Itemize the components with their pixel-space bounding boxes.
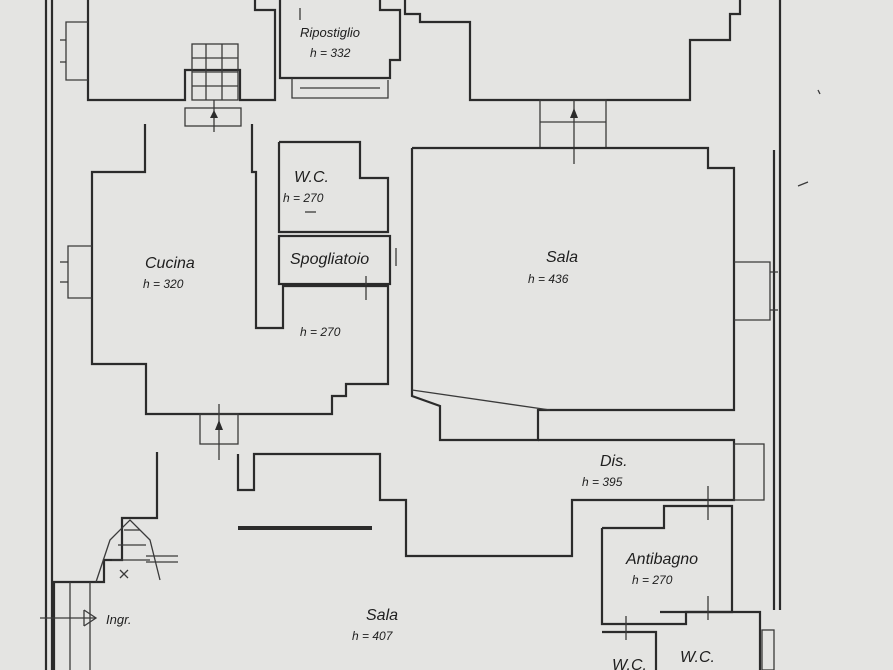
stair-block-bottom xyxy=(95,519,178,583)
outer-walls xyxy=(44,0,782,670)
window-bay-cucina xyxy=(67,245,92,299)
sala-right-height: h = 436 xyxy=(528,272,569,286)
doorway-sala-right xyxy=(539,99,607,164)
dis-label: Dis. xyxy=(600,453,628,470)
wall-dis xyxy=(538,438,736,540)
sala-bottom-label: Sala xyxy=(366,607,398,624)
wall-spogliatoio xyxy=(277,234,392,286)
wall-wc-top xyxy=(277,140,390,234)
entrance-arrow xyxy=(40,609,98,627)
antibagno-height: h = 270 xyxy=(632,573,673,587)
window-bay-sala-right xyxy=(734,261,771,321)
wc-bottom-right-label: W.C. xyxy=(680,649,715,666)
cucina-height: h = 320 xyxy=(143,277,184,291)
antibagno-label: Antibagno xyxy=(625,551,698,568)
wc-top-height: h = 270 xyxy=(283,191,324,205)
wall-sala-right xyxy=(410,146,736,442)
dis-height: h = 395 xyxy=(582,475,623,489)
sala-bottom-height: h = 407 xyxy=(352,629,394,643)
doorway-cucina xyxy=(199,404,239,460)
wall-ripostiglio xyxy=(278,0,402,80)
wc-top-label: W.C. xyxy=(294,169,329,186)
wall-wc-bottom xyxy=(602,630,658,670)
stair-block-top xyxy=(184,43,242,132)
wall-cucina xyxy=(90,124,390,416)
ripostiglio-label: Ripostiglio xyxy=(300,25,360,40)
entrance-label: Ingr. xyxy=(106,612,132,627)
ripostiglio-height: h = 332 xyxy=(310,46,351,60)
cucina-label: Cucina xyxy=(145,255,195,272)
corridor-height: h = 270 xyxy=(300,325,341,339)
window-bay-top-left xyxy=(65,21,88,81)
sala-right-label: Sala xyxy=(546,249,578,266)
spogliatoio-label: Spogliatoio xyxy=(290,251,369,268)
wall-top-left-room xyxy=(86,0,277,102)
wall-top-right-room xyxy=(403,0,742,102)
wc-bottom-left-label: W.C. xyxy=(612,657,647,670)
